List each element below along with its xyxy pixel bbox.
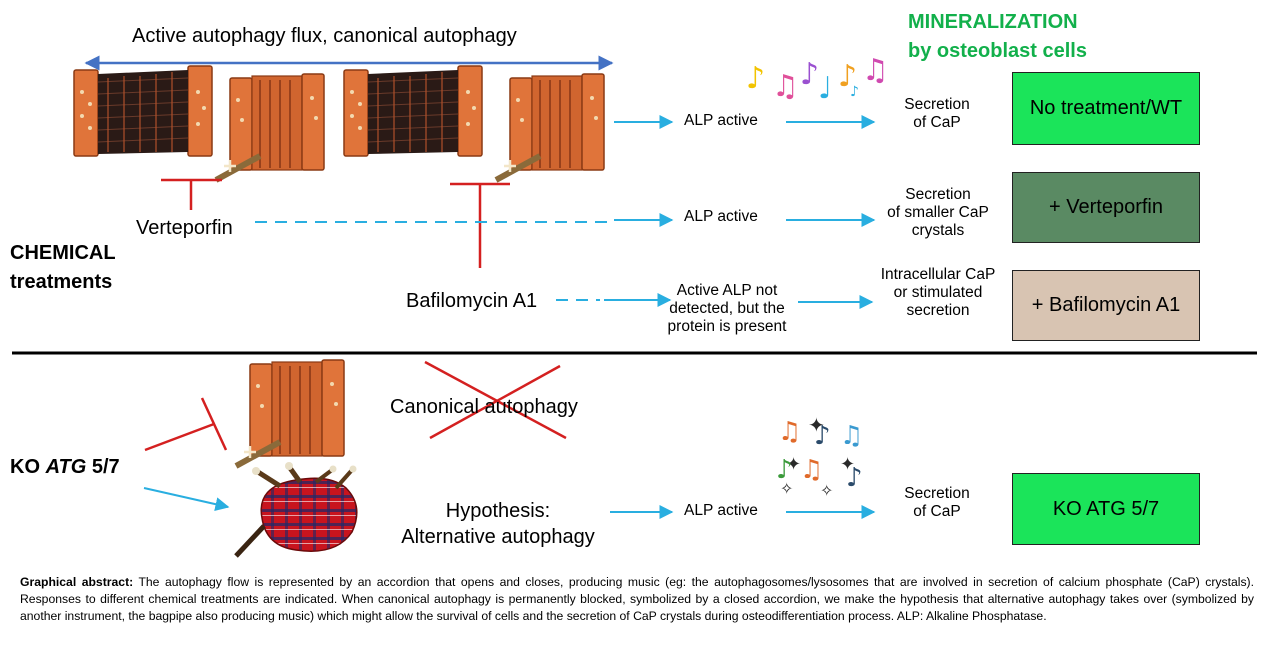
canonical-autophagy-label: Canonical autophagy bbox=[390, 396, 578, 418]
canonical-blocked-x bbox=[424, 360, 567, 440]
condition-label: + Bafilomycin A1 bbox=[1031, 294, 1181, 316]
accordion-closed-icon bbox=[496, 74, 604, 180]
svg-text:✦: ✦ bbox=[808, 413, 825, 437]
secretion-row2: Secretion of smaller CaP crystals bbox=[887, 186, 989, 239]
condition-label: No treatment/WT bbox=[1029, 97, 1183, 119]
condition-box-verteporfin: + Verteporfin bbox=[1012, 172, 1200, 243]
alp-status-row2: ALP active bbox=[684, 208, 758, 225]
condition-label: + Verteporfin bbox=[1049, 196, 1163, 218]
bafilomycin-label: Bafilomycin A1 bbox=[406, 290, 538, 312]
condition-label: KO ATG 5/7 bbox=[1052, 497, 1160, 520]
secretion-row3: Intracellular CaP or stimulated secretio… bbox=[880, 266, 996, 319]
bafilomycin-inhibition bbox=[450, 182, 510, 268]
secretion-row1: Secretion of CaP bbox=[904, 96, 970, 131]
accordion-open-icon bbox=[73, 65, 213, 157]
chemical-group-label: CHEMICAL bbox=[10, 242, 116, 264]
svg-text:✧: ✧ bbox=[780, 479, 793, 498]
svg-text:♪: ♪ bbox=[846, 463, 863, 493]
svg-text:♪: ♪ bbox=[814, 421, 831, 451]
music-notes-icon: ♫ ✦ ♪ ♫ ✦ ♪ ♫ ✦ ♪ ✧ ✧ bbox=[776, 413, 863, 500]
flux-label: Active autophagy flux, canonical autopha… bbox=[132, 25, 517, 47]
verteporfin-inhibition bbox=[161, 178, 222, 210]
music-notes-icon: ♪ ♫ ♪ ♩ ♪ ♫ ♪ bbox=[746, 53, 889, 106]
condition-box-ko: KO ATG 5/7 bbox=[1012, 473, 1200, 545]
caption-text: The autophagy flow is represented by an … bbox=[20, 575, 1254, 623]
svg-text:♫: ♫ bbox=[778, 417, 801, 447]
hypothesis-label: Hypothesis: Alternative autophagy bbox=[401, 500, 595, 548]
verteporfin-label: Verteporfin bbox=[136, 217, 233, 239]
secretion-ko: Secretion of CaP bbox=[904, 485, 970, 520]
condition-box-no-treatment: No treatment/WT bbox=[1012, 72, 1200, 145]
mineralization-subtitle: by osteoblast cells bbox=[908, 40, 1087, 62]
svg-text:✧: ✧ bbox=[820, 481, 833, 500]
svg-text:♪: ♪ bbox=[746, 61, 765, 96]
svg-text:♫: ♫ bbox=[840, 421, 863, 451]
svg-text:♪: ♪ bbox=[800, 57, 819, 92]
svg-text:♫: ♫ bbox=[772, 69, 799, 104]
svg-text:♫: ♫ bbox=[862, 53, 889, 88]
svg-text:♪: ♪ bbox=[838, 59, 857, 94]
ko-group-label: KO ATG 5/7 bbox=[10, 456, 120, 478]
svg-text:♩: ♩ bbox=[818, 71, 832, 106]
accordion-closed-icon bbox=[236, 360, 344, 466]
accordion-closed-icon bbox=[216, 74, 324, 180]
svg-text:✦: ✦ bbox=[786, 454, 801, 475]
svg-text:✦: ✦ bbox=[840, 454, 855, 475]
alp-status-row1: ALP active bbox=[684, 112, 758, 129]
bagpipe-icon bbox=[234, 462, 358, 558]
mineralization-title: MINERALIZATION bbox=[908, 11, 1078, 33]
svg-text:♫: ♫ bbox=[800, 455, 823, 485]
chemical-group-label-line2: treatments bbox=[10, 271, 113, 293]
accordion-open-icon bbox=[343, 65, 483, 157]
ko-inhibition bbox=[144, 397, 228, 452]
figure-caption: Graphical abstract: The autophagy flow i… bbox=[20, 574, 1254, 624]
condition-box-bafilomycin: + Bafilomycin A1 bbox=[1012, 270, 1200, 341]
alp-status-row3: Active ALP not detected, but the protein… bbox=[667, 282, 787, 335]
caption-lead: Graphical abstract: bbox=[20, 575, 134, 589]
svg-text:♪: ♪ bbox=[850, 84, 859, 100]
alp-status-ko: ALP active bbox=[684, 502, 758, 519]
svg-text:♪: ♪ bbox=[776, 455, 793, 485]
